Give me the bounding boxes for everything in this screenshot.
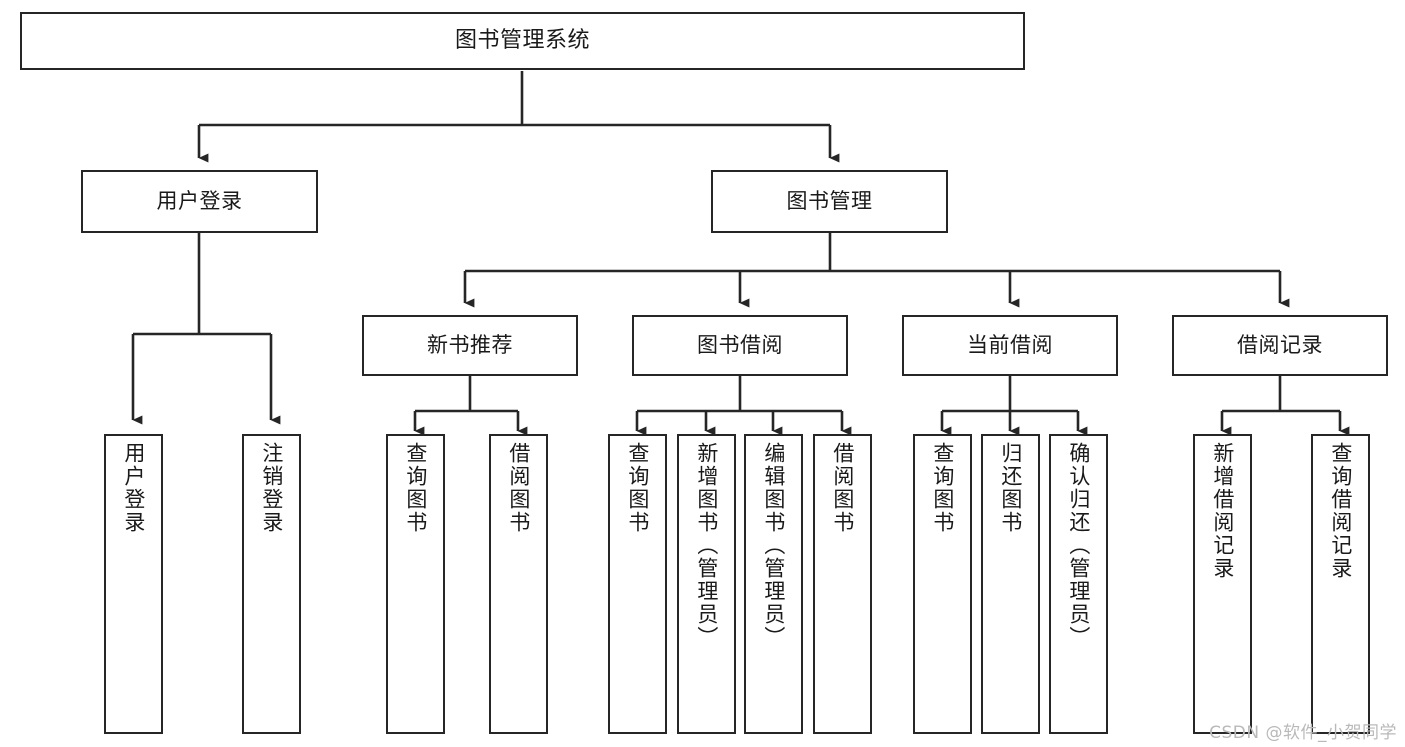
node-label: 用户登录 [156, 188, 243, 213]
node-label: 新增图书（管理员） [694, 442, 719, 649]
node-label: 借阅图书 [506, 442, 531, 534]
node-label: 图书管理系统 [454, 27, 590, 53]
leaf-node-query-borrow-record[interactable]: 查询借阅记录 [1311, 434, 1370, 734]
node-label: 查询图书 [625, 442, 650, 534]
node-label: 归还图书 [998, 442, 1023, 534]
node-label: 新书推荐 [427, 332, 513, 357]
node-label: 查询图书 [930, 442, 955, 534]
leaf-node-query-book-recommendation[interactable]: 查询图书 [386, 434, 445, 734]
node-current-borrow[interactable]: 当前借阅 [902, 315, 1118, 376]
node-label: 编辑图书（管理员） [761, 442, 786, 649]
leaf-node-add-book-admin[interactable]: 新增图书（管理员） [677, 434, 736, 734]
node-label: 注销登录 [259, 442, 284, 534]
node-label: 图书借阅 [697, 332, 783, 357]
leaf-node-user-login[interactable]: 用户登录 [104, 434, 163, 734]
leaf-node-borrow-book-recommendation[interactable]: 借阅图书 [489, 434, 548, 734]
node-label: 查询图书 [403, 442, 428, 534]
leaf-node-edit-book-admin[interactable]: 编辑图书（管理员） [744, 434, 803, 734]
node-label: 确认归还（管理员） [1066, 442, 1091, 649]
leaf-node-confirm-return-admin[interactable]: 确认归还（管理员） [1049, 434, 1108, 734]
node-label: 借阅图书 [830, 442, 855, 534]
node-root-book-management-system[interactable]: 图书管理系统 [20, 12, 1025, 70]
node-label: 查询借阅记录 [1328, 442, 1353, 580]
node-borrow-record[interactable]: 借阅记录 [1172, 315, 1388, 376]
node-label: 用户登录 [121, 442, 146, 534]
leaf-node-return-book[interactable]: 归还图书 [981, 434, 1040, 734]
leaf-node-logout[interactable]: 注销登录 [242, 434, 301, 734]
node-book-management[interactable]: 图书管理 [711, 170, 948, 233]
watermark-text: CSDN @软件_小贺同学 [1209, 723, 1397, 743]
leaf-node-borrow-book[interactable]: 借阅图书 [813, 434, 872, 734]
leaf-node-query-book-borrow[interactable]: 查询图书 [608, 434, 667, 734]
node-label: 新增借阅记录 [1210, 442, 1235, 580]
node-label: 借阅记录 [1237, 332, 1323, 357]
leaf-node-query-book-current[interactable]: 查询图书 [913, 434, 972, 734]
node-new-book-recommendation[interactable]: 新书推荐 [362, 315, 578, 376]
leaf-node-add-borrow-record[interactable]: 新增借阅记录 [1193, 434, 1252, 734]
node-label: 图书管理 [786, 188, 873, 213]
node-label: 当前借阅 [967, 332, 1053, 357]
node-user-login[interactable]: 用户登录 [81, 170, 318, 233]
node-book-borrow[interactable]: 图书借阅 [632, 315, 848, 376]
